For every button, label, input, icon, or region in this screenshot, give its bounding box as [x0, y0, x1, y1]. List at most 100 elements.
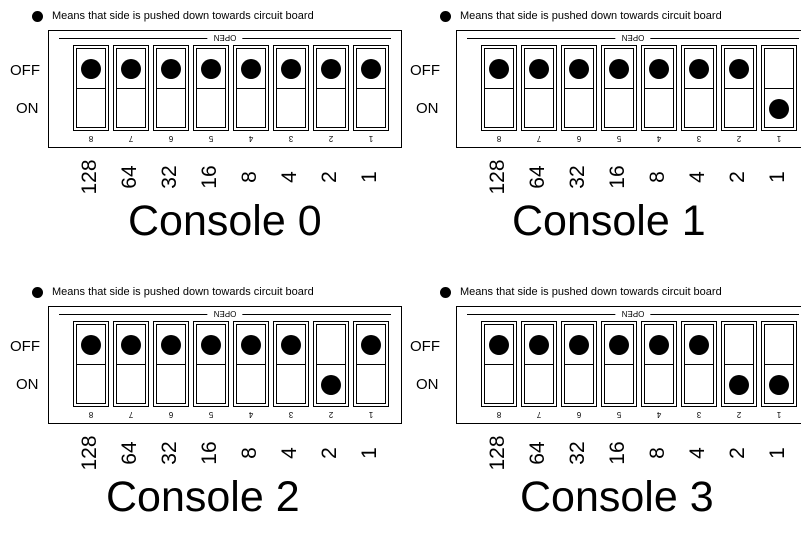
switch-divider: [277, 364, 305, 365]
bit-weight-label: 16: [198, 165, 221, 189]
dip-switch-3: 3: [273, 45, 309, 143]
switch-number: 7: [536, 134, 542, 143]
bit-weight-label: 4: [686, 447, 709, 459]
open-label: OPEN: [615, 308, 651, 318]
dip-switch-7: 7: [521, 321, 557, 419]
switch-slot: [764, 48, 794, 128]
switch-divider: [277, 88, 305, 89]
open-label: OPEN: [207, 308, 243, 318]
switch-divider: [197, 88, 225, 89]
bit-weight-label: 4: [686, 171, 709, 183]
bit-weight-label: 64: [118, 441, 141, 465]
switch-number: 5: [616, 134, 622, 143]
bit-weight-label: 2: [318, 171, 341, 183]
bit-weight-label: 16: [606, 441, 629, 465]
bit-weight-label: 64: [118, 165, 141, 189]
bit-weight-label: 1: [766, 171, 789, 183]
switch-number: 6: [576, 410, 582, 419]
console-panel-1: Means that side is pushed down towards c…: [410, 8, 801, 268]
switch-divider: [605, 88, 633, 89]
on-label: ON: [416, 376, 439, 393]
switch-slot: [356, 324, 386, 404]
switch-slot: [316, 48, 346, 128]
switch-off-dot-icon: [609, 335, 629, 355]
bit-weight-label: 2: [318, 447, 341, 459]
off-label: OFF: [410, 62, 440, 79]
switch-off-dot-icon: [161, 59, 181, 79]
legend-text: Means that side is pushed down towards c…: [52, 10, 314, 22]
switch-number: 2: [328, 410, 334, 419]
switch-divider: [725, 88, 753, 89]
switch-number: 8: [88, 410, 94, 419]
legend-text: Means that side is pushed down towards c…: [460, 286, 722, 298]
switch-slot: [484, 48, 514, 128]
dip-switch-8: 8: [73, 45, 109, 143]
switch-off-dot-icon: [361, 59, 381, 79]
on-label: ON: [16, 100, 39, 117]
bit-weight-label: 16: [198, 441, 221, 465]
bit-weight-label: 32: [566, 165, 589, 189]
legend-dot-icon: [32, 286, 43, 298]
dip-switch-3: 3: [273, 321, 309, 419]
switch-number: 4: [656, 134, 662, 143]
legend-dot-icon: [440, 286, 451, 298]
switch-off-dot-icon: [241, 335, 261, 355]
dip-switch-8: 8: [481, 321, 517, 419]
console-title: Console 0: [128, 197, 322, 245]
dip-switch-6: 6: [153, 45, 189, 143]
switch-number: 2: [736, 410, 742, 419]
dip-switch-7: 7: [113, 45, 149, 143]
dip-switch-4: 4: [641, 321, 677, 419]
dip-switch-7: 7: [521, 45, 557, 143]
switch-slot: [116, 324, 146, 404]
bit-weight-label: 32: [566, 441, 589, 465]
switch-slot: [116, 48, 146, 128]
switch-divider: [357, 364, 385, 365]
switch-number: 1: [776, 134, 782, 143]
dip-switch-1: 1: [353, 321, 389, 419]
switch-divider: [157, 364, 185, 365]
legend-text: Means that side is pushed down towards c…: [460, 10, 722, 22]
switch-divider: [157, 88, 185, 89]
switch-number: 8: [88, 134, 94, 143]
switch-divider: [605, 364, 633, 365]
switch-divider: [525, 364, 553, 365]
switch-off-dot-icon: [121, 59, 141, 79]
switch-slot: [564, 48, 594, 128]
on-label: ON: [416, 100, 439, 117]
switch-divider: [565, 88, 593, 89]
switch-slot: [236, 324, 266, 404]
bit-weight-label: 64: [526, 441, 549, 465]
switch-off-dot-icon: [529, 335, 549, 355]
bit-weight-label: 32: [158, 165, 181, 189]
legend-text: Means that side is pushed down towards c…: [52, 286, 314, 298]
dip-switch-2: 2: [313, 45, 349, 143]
switch-slot: [316, 324, 346, 404]
switch-slot: [564, 324, 594, 404]
switch-on-dot-icon: [729, 375, 749, 395]
switch-slot: [684, 48, 714, 128]
switch-off-dot-icon: [529, 59, 549, 79]
switch-off-dot-icon: [321, 59, 341, 79]
switch-number: 4: [248, 134, 254, 143]
dip-switch-6: 6: [561, 45, 597, 143]
switch-off-dot-icon: [281, 335, 301, 355]
console-title: Console 2: [106, 473, 300, 521]
switch-number: 5: [208, 410, 214, 419]
switch-divider: [237, 88, 265, 89]
switch-off-dot-icon: [161, 335, 181, 355]
switch-number: 6: [576, 134, 582, 143]
dip-switch-2: 2: [721, 45, 757, 143]
dip-switch-2: 2: [721, 321, 757, 419]
open-label: OPEN: [207, 32, 243, 42]
switch-slot: [524, 48, 554, 128]
switch-slot: [604, 48, 634, 128]
console-panel-2: Means that side is pushed down towards c…: [8, 284, 408, 544]
dip-switch-5: 5: [601, 45, 637, 143]
switch-number: 6: [168, 134, 174, 143]
console-title: Console 3: [520, 473, 714, 521]
switch-slot: [356, 48, 386, 128]
